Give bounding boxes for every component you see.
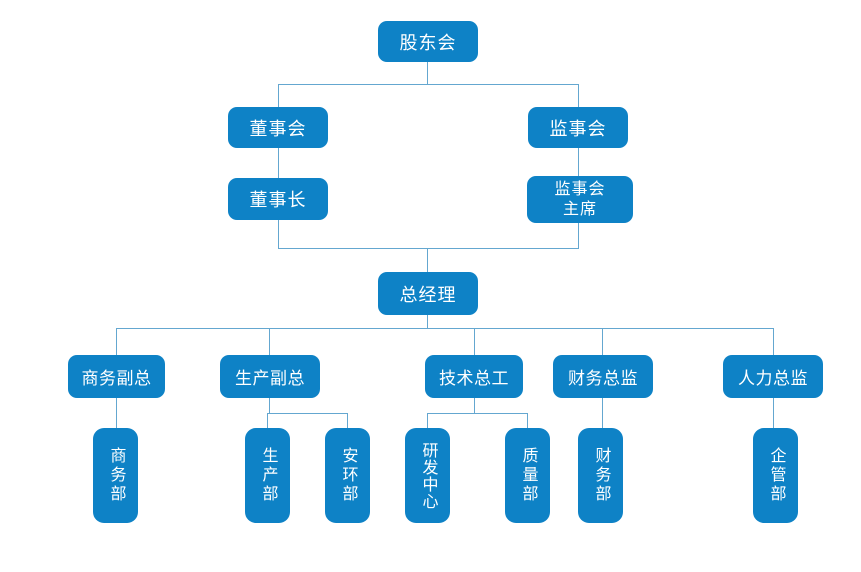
node-label: 商务部 [107,447,125,504]
node-business-dept: 商务部 [93,428,138,523]
node-label: 财务部 [592,447,610,504]
node-supervisory-chairman: 监事会 主席 [527,176,633,223]
node-finance-dept: 财务部 [578,428,623,523]
node-label: 安环部 [339,447,357,504]
node-chief-engineer: 技术总工 [425,355,523,398]
connector-line [602,329,603,355]
connector-line [427,315,428,329]
node-hr-director: 人力总监 [723,355,823,398]
connector-line [278,248,579,249]
node-label: 监事会 [549,118,607,139]
node-label-line: 监事会 [554,180,606,198]
connector-line [269,329,270,355]
connector-line [116,329,117,355]
connector-line [578,148,579,176]
node-label: 生产副总 [235,369,305,388]
node-general-manager: 总经理 [378,272,478,315]
node-business-vp: 商务副总 [68,355,165,398]
node-production-vp: 生产副总 [220,355,320,398]
connector-line [773,398,774,428]
node-finance-director: 财务总监 [553,355,653,398]
node-production-dept: 生产部 [245,428,290,523]
connector-line [267,414,268,428]
connector-line [427,413,528,414]
node-quality-dept: 质量部 [505,428,550,523]
node-label: 生产部 [259,447,277,504]
connector-line [116,328,774,329]
node-safety-env-dept: 安环部 [325,428,370,523]
connector-line [278,148,279,178]
node-shareholders: 股东会 [378,21,478,62]
connector-line [278,220,279,249]
connector-line [527,414,528,428]
node-chairman: 董事长 [228,178,328,220]
connector-line [427,414,428,428]
connector-line [474,329,475,355]
connector-line [278,84,579,85]
connector-line [427,249,428,272]
node-label: 董事会 [249,118,307,139]
connector-line [269,398,270,414]
node-label: 人力总监 [738,369,808,388]
node-label: 股东会 [399,32,457,53]
connector-line [267,413,348,414]
node-label: 研发中心 [419,441,437,510]
connector-line [427,62,428,85]
node-supervisory-board: 监事会 [528,107,628,148]
node-label: 财务总监 [568,369,638,388]
node-enterprise-mgmt-dept: 企管部 [753,428,798,523]
node-label-line: 主席 [562,200,597,218]
node-label: 董事长 [249,190,307,210]
node-rd-center: 研发中心 [405,428,450,523]
node-label: 商务副总 [81,369,152,388]
connector-line [278,85,279,107]
node-label: 质量部 [519,447,537,504]
node-label: 监事会 主席 [554,180,605,220]
connector-line [773,329,774,355]
connector-line [347,414,348,428]
connector-line [116,398,117,428]
connector-line [602,398,603,428]
connector-line [578,223,579,249]
node-label: 企管部 [767,447,785,504]
connector-line [474,398,475,414]
node-board-of-directors: 董事会 [228,107,328,148]
connector-line [578,85,579,107]
node-label: 技术总工 [439,369,509,388]
node-label: 总经理 [399,284,457,305]
